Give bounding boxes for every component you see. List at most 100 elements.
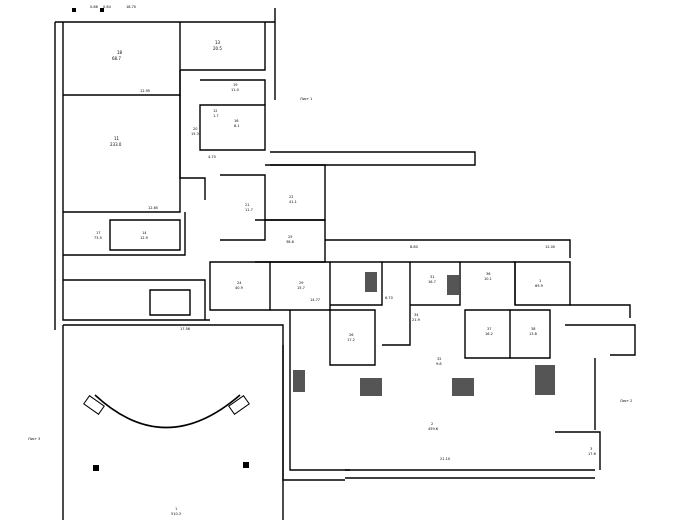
room-label-20-area: 15.3 xyxy=(191,132,199,136)
column-3 xyxy=(72,8,76,12)
room-label-34-number: 34 xyxy=(414,313,419,317)
dim-2110: 21.10 xyxy=(440,457,450,461)
room-label-24-number: 24 xyxy=(237,281,242,285)
room-label-22-area: 41.1 xyxy=(289,200,297,204)
room-label-1-area: 69.9 xyxy=(535,284,543,288)
room-label-18-area: 68.7 xyxy=(112,56,121,61)
room-label-29-number: 29 xyxy=(299,281,303,285)
stair-hatch-5 xyxy=(365,272,377,292)
column-1 xyxy=(93,465,99,471)
room-label-17-number: 17 xyxy=(96,231,100,235)
room-label-16-number: 16 xyxy=(234,119,238,123)
wall-room13 xyxy=(180,22,266,71)
dim-1477: 14.77 xyxy=(310,298,320,302)
room-label-37-area: 16.2 xyxy=(485,332,493,336)
room-label-14-number: 14 xyxy=(142,231,147,235)
stage-stair-right xyxy=(228,395,250,415)
room-label-12-area: 1.7 xyxy=(213,114,219,118)
dim-470: 4.70 xyxy=(208,155,216,159)
room-label-17-area: 73.5 xyxy=(94,236,102,240)
wall-room37-ext xyxy=(565,324,636,356)
room-label-21-number: 21 xyxy=(245,203,249,207)
column-4 xyxy=(100,8,104,12)
wall-room31-block xyxy=(410,261,461,306)
wall-top-left-block xyxy=(62,22,210,321)
room-label-37-number: 37 xyxy=(487,327,491,331)
stair-hatch-3 xyxy=(452,378,474,396)
stage-arc xyxy=(94,394,241,429)
level-note-right: Лист 2 xyxy=(620,399,632,403)
wall-room14 xyxy=(109,219,181,251)
wall-hall-north xyxy=(289,310,350,471)
wall-small-rooms xyxy=(199,104,266,151)
room-label-1-number: 1 xyxy=(539,279,541,283)
wall-stair xyxy=(149,289,191,316)
room-label-32-area: 9.8 xyxy=(436,362,442,366)
room-label-25-number: 25 xyxy=(288,235,292,239)
wall-room26 xyxy=(329,309,376,366)
room-label-24-area: 40.9 xyxy=(235,286,243,290)
stair-hatch-6 xyxy=(447,275,459,295)
room-label-1b-area: 510.3 xyxy=(171,512,181,516)
wall-room22 xyxy=(265,164,326,221)
room-label-38-area: 13.8 xyxy=(529,332,537,336)
wall-room29 xyxy=(270,261,331,311)
stair-hatch-1 xyxy=(293,370,305,392)
dim-880: 8.80 xyxy=(410,245,418,249)
wall-right-extension xyxy=(570,304,631,318)
wall-room34 xyxy=(382,261,411,346)
wall-room-mid xyxy=(330,261,383,306)
room-label-36-area: 10.1 xyxy=(484,277,492,281)
stair-hatch-4 xyxy=(535,365,555,395)
room-label-31-area: 16.7 xyxy=(428,280,436,284)
room-label-11-area: 233.0 xyxy=(110,142,122,147)
dim-1265: 12.65 xyxy=(148,206,158,210)
wall-room11 xyxy=(63,95,181,213)
room-label-19-number: 19 xyxy=(233,83,237,87)
room-label-34-area: 21.9 xyxy=(412,318,420,322)
wall-corridor-long xyxy=(325,239,571,258)
room-label-26-number: 26 xyxy=(349,333,353,337)
dim-670: 6.70 xyxy=(385,296,393,300)
room-label-2-number: 2 xyxy=(431,422,433,426)
dim-1295: 12.95 xyxy=(140,89,150,93)
room-label-13-area: 20.5 xyxy=(213,46,222,51)
room-label-14-area: 12.9 xyxy=(140,236,148,240)
wall-room21 xyxy=(220,174,266,241)
wall-corridor-mid xyxy=(179,70,206,200)
room-label-3-area: 17.6 xyxy=(588,452,596,456)
room-label-29-area: 15.7 xyxy=(297,286,305,290)
room-label-38-number: 38 xyxy=(531,327,535,331)
room-label-20-number: 20 xyxy=(193,127,197,131)
room-label-36-number: 36 xyxy=(486,272,490,276)
wall-room19 xyxy=(200,79,266,105)
wall-stair-right xyxy=(555,431,601,470)
wall-big-hall-mid xyxy=(282,345,345,481)
room-label-1b-number: 1 xyxy=(175,507,177,511)
wall-room36-block xyxy=(460,261,516,305)
room-label-12-number: 12 xyxy=(213,109,217,113)
wall-room17 xyxy=(63,212,186,256)
dim-top-seg-a: 0.86 xyxy=(90,5,98,9)
level-note-top: Лист 1 xyxy=(300,97,312,101)
room-label-21-area: 11.7 xyxy=(245,208,253,212)
wall-top-corridor xyxy=(270,151,476,166)
room-label-22-number: 22 xyxy=(289,195,293,199)
dim-top-width: 18.70 xyxy=(126,5,136,9)
wall-room18 xyxy=(63,22,181,96)
wall-big-hall xyxy=(63,324,284,520)
room-label-19-area: 11.0 xyxy=(231,88,239,92)
room-label-32-number: 32 xyxy=(437,357,441,361)
column-2 xyxy=(243,462,249,468)
wall-room38 xyxy=(510,309,551,359)
level-note-left: Лист 3 xyxy=(28,437,40,441)
dim-top-seg-b: 0.64 xyxy=(103,5,112,9)
room-label-25-area: 38.6 xyxy=(286,240,294,244)
room-label-3-number: 3 xyxy=(590,447,592,451)
room-label-31-number: 31 xyxy=(430,275,434,279)
room-label-26-area: 17.2 xyxy=(347,338,355,342)
room-label-2-area: 459.6 xyxy=(428,427,438,431)
dim-1200: 12.00 xyxy=(545,245,555,249)
room-label-18-number: 18 xyxy=(117,50,123,55)
